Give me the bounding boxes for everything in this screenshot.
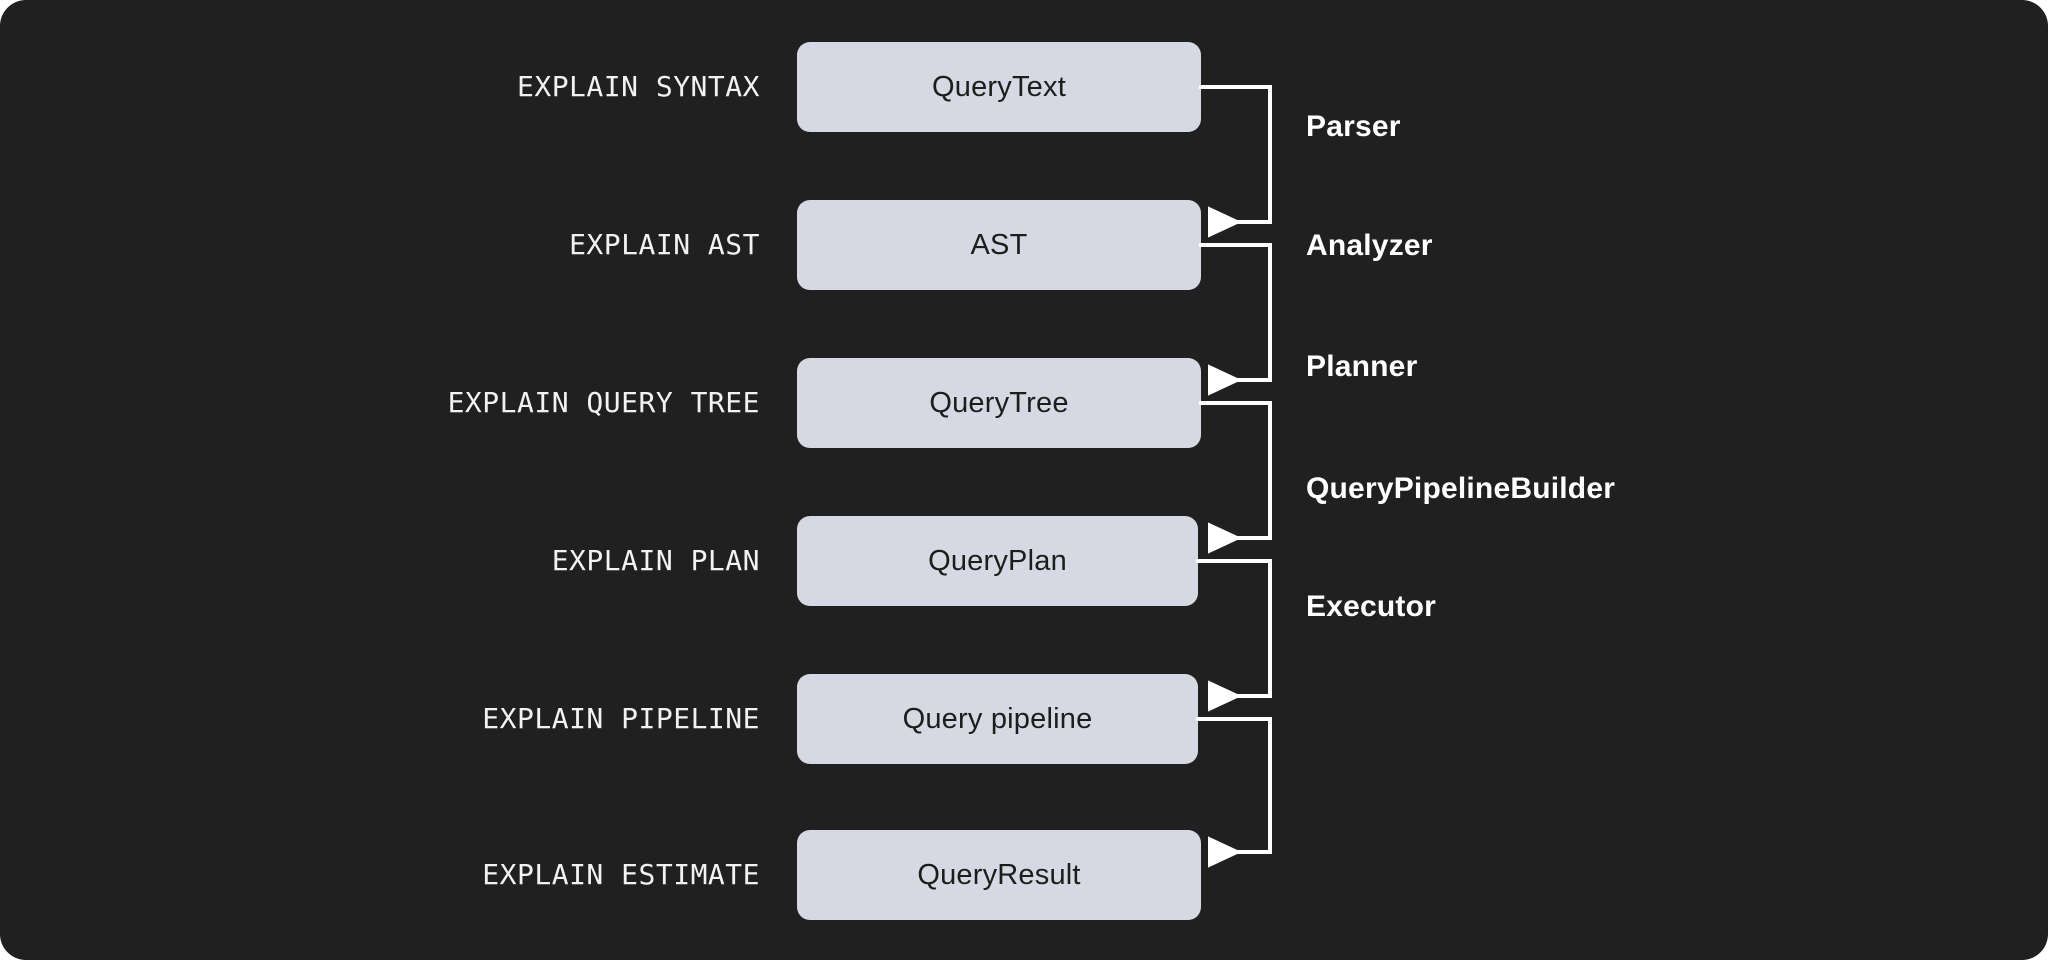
pipeline-row: EXPLAIN ESTIMATE QueryResult bbox=[0, 830, 2048, 920]
explain-command-label: EXPLAIN ESTIMATE bbox=[482, 858, 760, 891]
node-box: Query pipeline bbox=[797, 674, 1198, 764]
stage-label-parser: Parser bbox=[1306, 110, 1401, 143]
pipeline-row: EXPLAIN SYNTAX QueryText bbox=[0, 42, 2048, 132]
node-box: QueryTree bbox=[797, 358, 1201, 448]
pipeline-row: EXPLAIN PIPELINE Query pipeline bbox=[0, 674, 2048, 764]
stage-label-planner: Planner bbox=[1306, 350, 1418, 383]
explain-command-label: EXPLAIN SYNTAX bbox=[516, 70, 760, 103]
node-label: QueryPlan bbox=[928, 544, 1067, 577]
stage-label-analyzer: Analyzer bbox=[1306, 229, 1433, 262]
stage-label-querypipelinebuilder: QueryPipelineBuilder bbox=[1306, 472, 1616, 505]
node-label: QueryTree bbox=[929, 386, 1069, 419]
node-box: QueryText bbox=[797, 42, 1201, 132]
explain-command-label: EXPLAIN AST bbox=[569, 228, 760, 261]
explain-command-label: EXPLAIN QUERY TREE bbox=[447, 386, 760, 419]
pipeline-row: EXPLAIN QUERY TREE QueryTree bbox=[0, 358, 2048, 448]
node-label: QueryResult bbox=[917, 858, 1081, 891]
node-box: QueryPlan bbox=[797, 516, 1198, 606]
node-box: QueryResult bbox=[797, 830, 1201, 920]
node-label: AST bbox=[970, 228, 1028, 261]
explain-command-label: EXPLAIN PLAN bbox=[551, 544, 760, 577]
explain-command-label: EXPLAIN PIPELINE bbox=[482, 702, 760, 735]
stage-label-executor: Executor bbox=[1306, 590, 1436, 623]
pipeline-row: EXPLAIN AST AST bbox=[0, 200, 2048, 290]
node-label: Query pipeline bbox=[902, 702, 1093, 735]
node-box: AST bbox=[797, 200, 1201, 290]
pipeline-row: EXPLAIN PLAN QueryPlan bbox=[0, 516, 2048, 606]
node-label: QueryText bbox=[932, 70, 1066, 103]
